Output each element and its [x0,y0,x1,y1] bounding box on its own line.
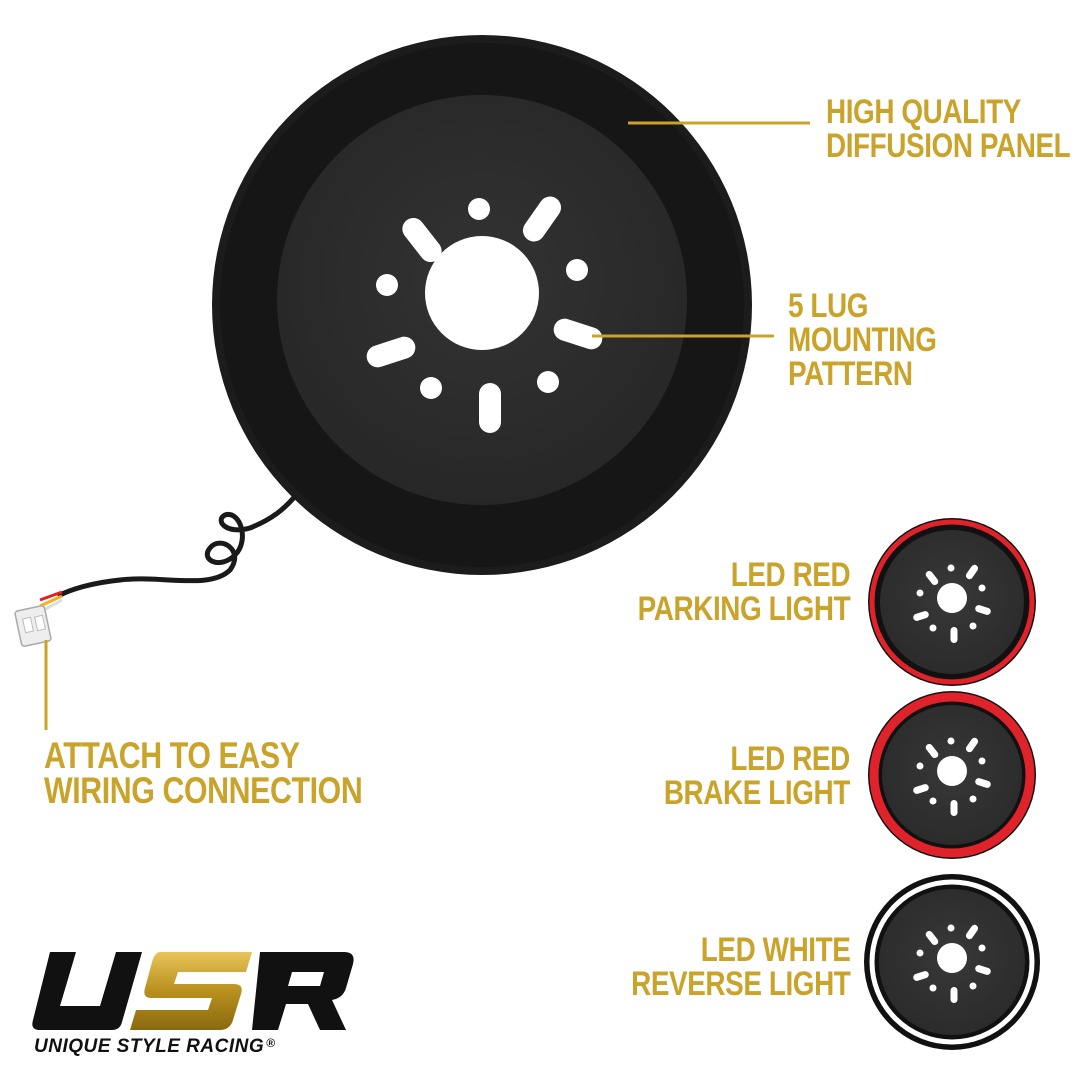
reverse-light-variant [864,874,1040,1050]
callout-lines [44,121,810,730]
parking-light-variant [868,518,1036,686]
callout-brake-line1: LED RED [730,740,850,778]
callout-lug-line3: PATTERN [788,355,913,393]
callout-lug-line1: 5 LUG [788,287,869,325]
callout-reverse-line2: REVERSE LIGHT [630,965,851,1003]
brand-name-text: UNIQUE STYLE RACING [34,1036,265,1057]
callout-lug-pattern: 5 LUG MOUNTING PATTERN [788,287,937,393]
usr-logo [32,952,354,1030]
callout-wiring-line2: WIRING CONNECTION [44,770,363,811]
callout-wiring-line1: ATTACH TO EASY [44,735,300,776]
callout-brake-light: LED RED BRAKE LIGHT [664,742,850,810]
callout-reverse-line1: LED WHITE [700,931,850,969]
callout-reverse-light: LED WHITE REVERSE LIGHT [630,931,851,1003]
callout-parking-line2: PARKING LIGHT [637,590,850,628]
wiring-harness [14,487,303,647]
registered-mark: ® [266,1036,276,1050]
brake-light-variant [868,691,1036,859]
callout-diffusion-line1: HIGH QUALITY [826,93,1021,131]
main-light-panel [212,35,752,575]
lug-pattern-icon [366,196,603,433]
brand-name: UNIQUE STYLE RACING® [34,1036,275,1058]
callout-brake-line2: BRAKE LIGHT [664,774,850,812]
callout-parking-light: LED RED PARKING LIGHT [637,558,850,626]
callout-parking-line1: LED RED [730,556,850,594]
callout-diffusion-panel: HIGH QUALITY DIFFUSION PANEL [826,93,1071,165]
center-hole [425,236,539,350]
callout-wiring-connection: ATTACH TO EASY WIRING CONNECTION [44,735,363,811]
callout-diffusion-line2: DIFFUSION PANEL [826,127,1071,165]
callout-lug-line2: MOUNTING [788,321,937,359]
